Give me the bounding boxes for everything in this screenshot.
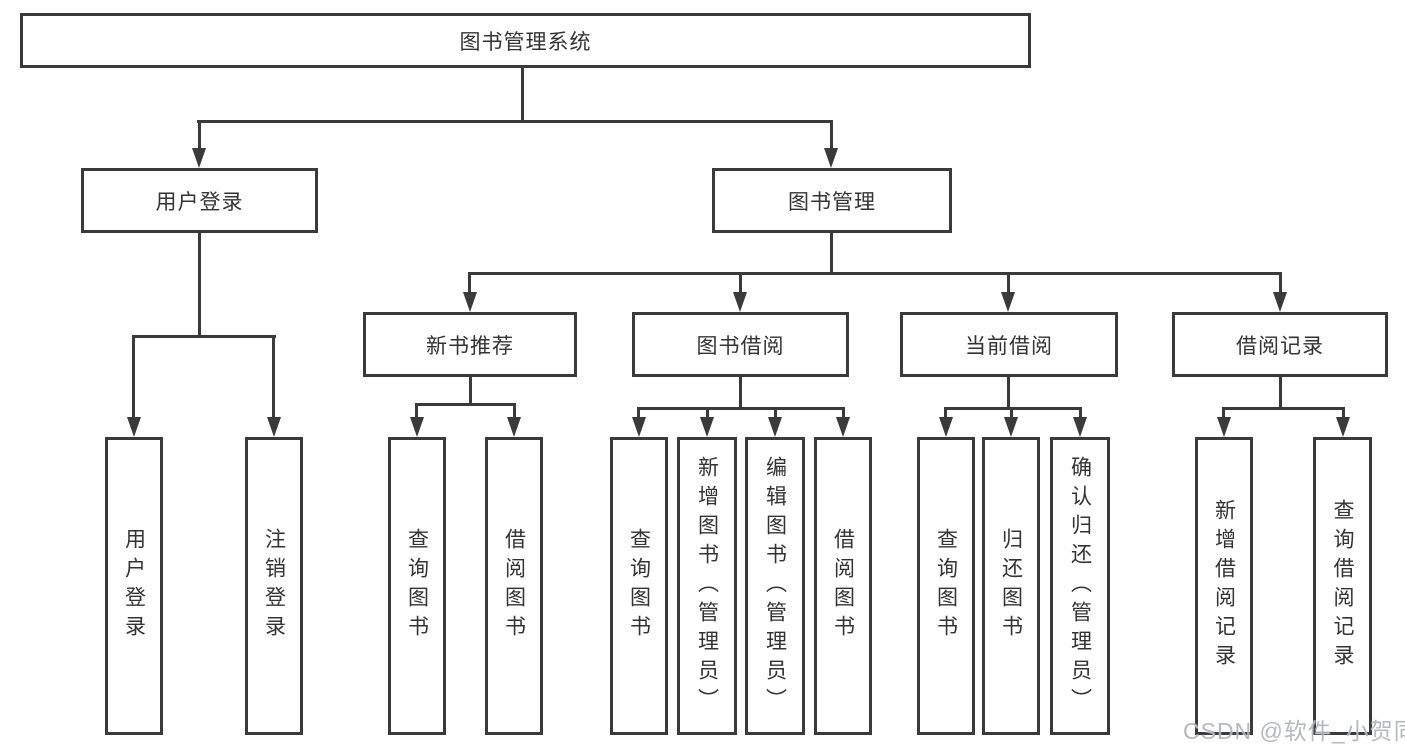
node-label: 新书推荐 (426, 334, 514, 358)
leaf-edit-books-admin: 编辑图书（管理员） (745, 437, 805, 735)
connector-line (415, 403, 516, 406)
connector-line (1342, 407, 1345, 417)
connector-line (637, 407, 640, 417)
connector-line (842, 407, 845, 417)
arrowhead-down-icon (1217, 417, 1231, 437)
leaf-borrow-books-recommend: 借阅图书 (485, 437, 543, 735)
node-label: 新增图书（管理员） (695, 455, 719, 717)
connector-line (637, 407, 845, 410)
leaf-return-books: 归还图书 (982, 437, 1040, 735)
leaf-add-borrow-record: 新增借阅记录 (1195, 437, 1253, 735)
connector-line (521, 68, 524, 120)
node-book-borrowing: 图书借阅 (632, 312, 849, 377)
node-current-borrowing: 当前借阅 (900, 312, 1118, 377)
connector-line (132, 335, 276, 338)
leaf-logout: 注销登录 (245, 437, 303, 735)
leaf-user-login: 用户登录 (105, 437, 163, 735)
connector-line (1079, 407, 1082, 417)
node-label: 当前借阅 (965, 334, 1053, 358)
connector-line (1007, 272, 1010, 292)
node-label: 借阅图书 (831, 528, 855, 644)
connector-line (944, 407, 1082, 410)
arrowhead-down-icon (768, 417, 782, 437)
node-label: 借阅记录 (1236, 334, 1324, 358)
connector-line (132, 335, 135, 417)
connector-line (830, 233, 833, 272)
connector-line (198, 233, 201, 335)
connector-line (468, 272, 1282, 275)
node-label: 借阅图书 (502, 528, 526, 644)
connector-line (774, 407, 777, 417)
arrowhead-down-icon (836, 417, 850, 437)
arrowhead-down-icon (700, 417, 714, 437)
node-label: 查询图书 (627, 528, 651, 644)
node-label: 图书管理 (788, 190, 876, 214)
node-label: 查询借阅记录 (1331, 499, 1354, 673)
connector-line (706, 407, 709, 417)
arrowhead-down-icon (1336, 417, 1350, 437)
node-label: 图书管理系统 (459, 30, 592, 54)
arrowhead-down-icon (1004, 417, 1018, 437)
csdn-watermark: CSDN @软件_小贺同学 (1183, 718, 1405, 744)
leaf-borrow-books-borrowing: 借阅图书 (814, 437, 872, 735)
node-library-management-system: 图书管理系统 (20, 13, 1031, 68)
connector-line (513, 403, 516, 417)
arrowhead-down-icon (1001, 292, 1015, 312)
connector-line (944, 407, 947, 417)
connector-line (739, 272, 742, 292)
connector-line (1279, 272, 1282, 292)
arrowhead-down-icon (733, 292, 747, 312)
connector-line (272, 335, 275, 417)
leaf-query-books-borrowing: 查询图书 (610, 437, 668, 735)
connector-line (197, 120, 833, 123)
node-new-book-recommendation: 新书推荐 (363, 312, 577, 377)
connector-line (1010, 407, 1013, 417)
connector-line (198, 120, 201, 150)
arrowhead-down-icon (632, 417, 646, 437)
arrowhead-down-icon (507, 417, 521, 437)
connector-line (1222, 407, 1225, 417)
node-label: 注销登录 (262, 528, 286, 644)
arrowhead-down-icon (410, 417, 424, 437)
node-label: 查询图书 (934, 528, 958, 644)
connector-line (739, 377, 742, 407)
connector-line (415, 403, 418, 417)
node-label: 用户登录 (122, 528, 146, 644)
node-label: 编辑图书（管理员） (763, 455, 787, 717)
node-label: 确认归还（管理员） (1068, 455, 1092, 717)
connector-line (1222, 407, 1345, 410)
node-label: 查询图书 (405, 528, 429, 644)
leaf-add-books-admin: 新增图书（管理员） (677, 437, 737, 735)
arrowhead-down-icon (127, 417, 141, 437)
leaf-query-books-recommend: 查询图书 (388, 437, 446, 735)
node-label: 归还图书 (999, 528, 1023, 644)
connector-line (830, 120, 833, 150)
leaf-confirm-return-admin: 确认归还（管理员） (1050, 437, 1110, 735)
leaf-query-books-current: 查询图书 (917, 437, 975, 735)
node-user-login: 用户登录 (81, 168, 318, 233)
connector-line (468, 272, 471, 292)
arrowhead-down-icon (192, 148, 206, 168)
arrowhead-down-icon (824, 148, 838, 168)
arrowhead-down-icon (463, 292, 477, 312)
connector-line (1279, 377, 1282, 407)
leaf-query-borrow-record: 查询借阅记录 (1313, 437, 1372, 735)
node-book-management: 图书管理 (712, 168, 952, 233)
arrowhead-down-icon (939, 417, 953, 437)
node-label: 新增借阅记录 (1212, 499, 1236, 673)
connector-line (1007, 377, 1010, 407)
node-label: 图书借阅 (696, 334, 785, 358)
node-label: 用户登录 (155, 190, 244, 214)
arrowhead-down-icon (1073, 417, 1087, 437)
node-borrowing-records: 借阅记录 (1172, 312, 1388, 377)
arrowhead-down-icon (1273, 292, 1287, 312)
connector-line (469, 377, 472, 403)
arrowhead-down-icon (267, 417, 281, 437)
